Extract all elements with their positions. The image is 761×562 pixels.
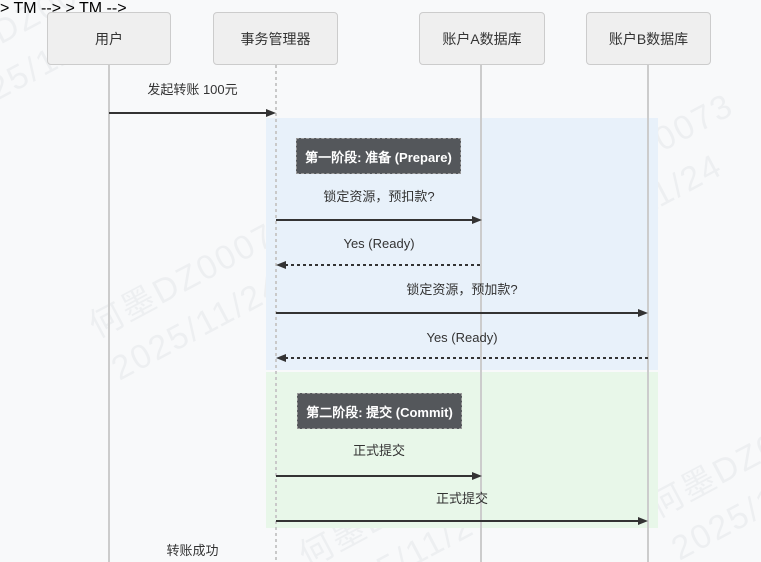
- actor-transaction-manager: 事务管理器: [213, 12, 338, 65]
- message-label: 锁定资源，预扣款?: [323, 189, 435, 204]
- arrowhead-icon: [266, 108, 276, 117]
- message-label: Yes (Ready): [426, 330, 498, 345]
- arrow-line: [276, 312, 639, 314]
- arrowhead-icon: [472, 215, 482, 224]
- watermark-line1: 何墨DZ00073: [641, 383, 761, 531]
- actor-user: 用户: [47, 12, 171, 65]
- actor-label: 事务管理器: [240, 30, 311, 47]
- lifeline-account-b-db: [647, 65, 649, 562]
- watermark: 何墨DZ00073 2025/11/24: [641, 383, 761, 562]
- phase2-label: 第二阶段: 提交 (Commit): [306, 404, 453, 420]
- arrowhead-icon: [472, 471, 482, 480]
- phase2-label-box: 第二阶段: 提交 (Commit): [297, 393, 462, 429]
- arrow-line: [276, 219, 473, 221]
- arrow-line: [276, 520, 639, 522]
- message-label: 锁定资源，预加款?: [406, 282, 518, 297]
- message-label: Yes (Ready): [343, 236, 415, 251]
- actor-account-a-db: 账户A数据库: [419, 12, 545, 65]
- actor-label: 账户B数据库: [608, 30, 689, 47]
- arrowhead-icon: [638, 308, 648, 317]
- arrowhead-icon: [638, 516, 648, 525]
- arrow-line: [276, 475, 473, 477]
- actor-account-b-db: 账户B数据库: [586, 12, 711, 65]
- arrowhead-icon: [276, 260, 286, 269]
- arrow-line: [285, 357, 648, 359]
- message-label: 转账成功: [166, 543, 219, 558]
- message-label: 正式提交: [435, 491, 488, 506]
- lifeline-user: [108, 65, 110, 562]
- phase1-label-box: 第一阶段: 准备 (Prepare): [296, 138, 461, 174]
- arrow-line: [109, 112, 267, 114]
- watermark-line2: 2025/11/24: [663, 425, 761, 562]
- arrow-line: [285, 264, 482, 266]
- message-label: 发起转账 100元: [147, 82, 238, 97]
- actor-label: 账户A数据库: [442, 30, 522, 47]
- phase1-label: 第一阶段: 准备 (Prepare): [305, 149, 452, 165]
- arrowhead-icon: [276, 353, 286, 362]
- message-label: 正式提交: [352, 443, 405, 458]
- actor-label: 用户: [95, 30, 123, 47]
